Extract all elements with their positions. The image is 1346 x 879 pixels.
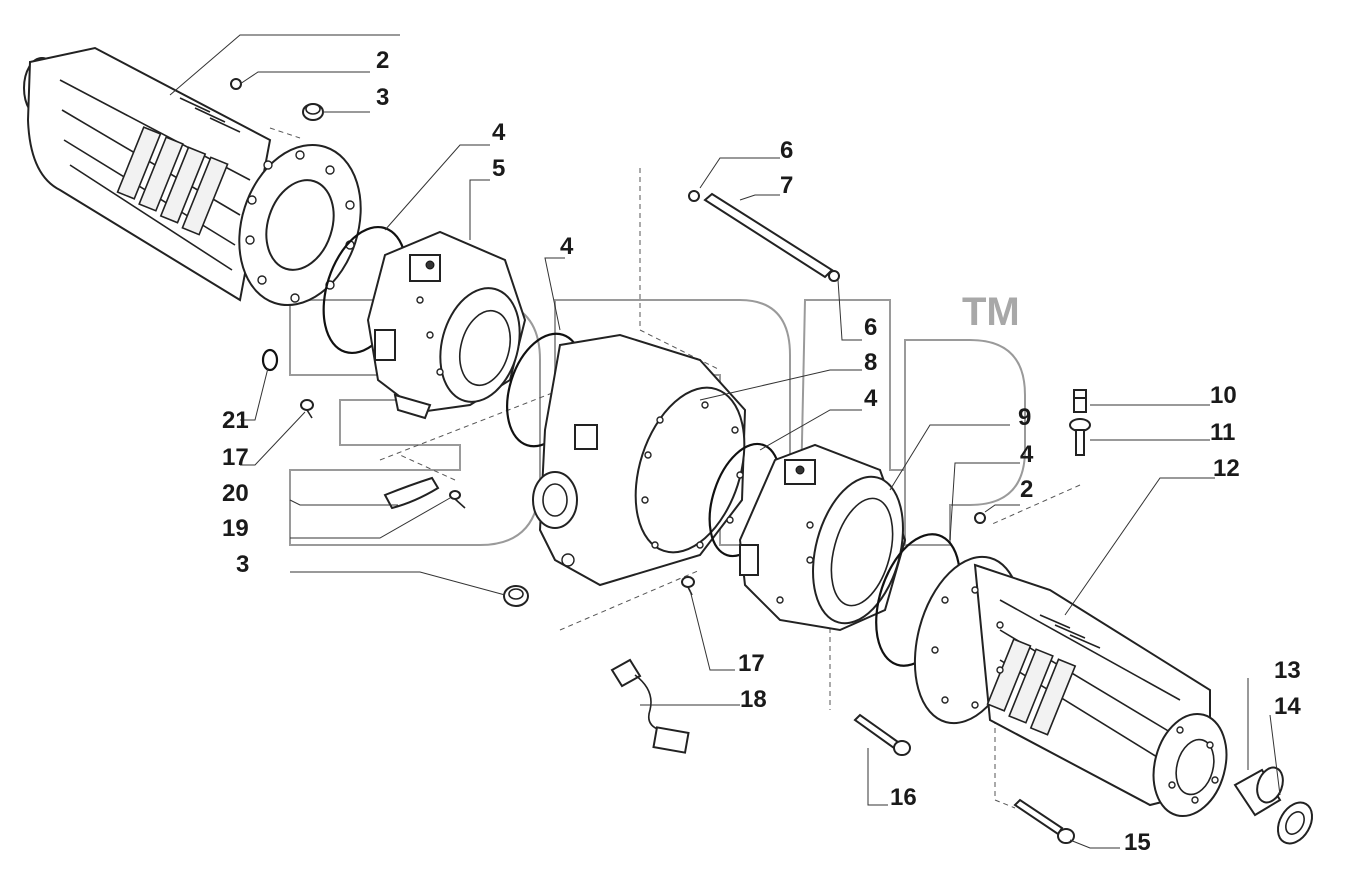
sensor-18	[610, 658, 690, 754]
callout-labels: 2 3 4 5 4 6 7 6 8 4 9 4 2 10 11 12 21 17…	[222, 47, 1301, 856]
callout-20: 20	[222, 480, 249, 507]
callout-4: 4	[864, 385, 878, 412]
callout-4: 4	[560, 233, 574, 260]
screw-19	[449, 490, 466, 509]
cap-3-bottom	[503, 585, 529, 607]
watermark-logo: TM	[289, 290, 1026, 546]
callout-19: 19	[222, 515, 249, 542]
callout-4: 4	[492, 119, 506, 146]
plug-2-top	[230, 78, 242, 90]
callout-15: 15	[1124, 829, 1151, 856]
washer-14	[1276, 801, 1314, 845]
carrier-housing-5	[366, 230, 527, 420]
plug-2-right	[974, 512, 986, 524]
callout-8: 8	[864, 349, 877, 376]
callout-7: 7	[780, 172, 793, 199]
callout-18: 18	[740, 686, 767, 713]
screw-17-right	[681, 576, 695, 596]
callout-4: 4	[1020, 441, 1034, 468]
callout-6: 6	[864, 314, 877, 341]
screw-17-left	[300, 399, 314, 419]
o-ring-6-top	[688, 190, 700, 202]
callout-16: 16	[890, 784, 917, 811]
banjo-bolt-11	[1069, 418, 1091, 456]
callout-17: 17	[222, 444, 249, 471]
pin-7	[703, 192, 834, 279]
bolt-16	[853, 713, 911, 756]
o-ring-21	[261, 348, 279, 372]
watermark-tm: TM	[962, 290, 1020, 334]
callout-21: 21	[222, 407, 249, 434]
left-axle-housing	[23, 46, 362, 307]
callout-2: 2	[376, 47, 389, 74]
central-axle-housing	[532, 333, 747, 587]
callout-2: 2	[1020, 476, 1033, 503]
o-ring-6-bottom	[828, 270, 840, 282]
callout-3: 3	[376, 84, 389, 111]
clip-20	[383, 476, 440, 510]
callout-13: 13	[1274, 657, 1301, 684]
callout-10: 10	[1210, 382, 1237, 409]
callout-5: 5	[492, 155, 505, 182]
callout-11: 11	[1210, 419, 1235, 446]
callout-3: 3	[236, 551, 249, 578]
callout-17: 17	[738, 650, 765, 677]
cap-3-top	[302, 103, 324, 121]
breather-10	[1073, 389, 1087, 413]
callout-9: 9	[1018, 404, 1031, 431]
callout-14: 14	[1274, 693, 1301, 720]
ring-housing-9	[738, 443, 907, 632]
leader-lines	[169, 34, 1281, 849]
callout-12: 12	[1213, 455, 1240, 482]
callout-6: 6	[780, 137, 793, 164]
assembly-axes	[269, 127, 1081, 809]
bolt-15	[1013, 798, 1075, 844]
right-axle-housing-12	[913, 555, 1228, 818]
